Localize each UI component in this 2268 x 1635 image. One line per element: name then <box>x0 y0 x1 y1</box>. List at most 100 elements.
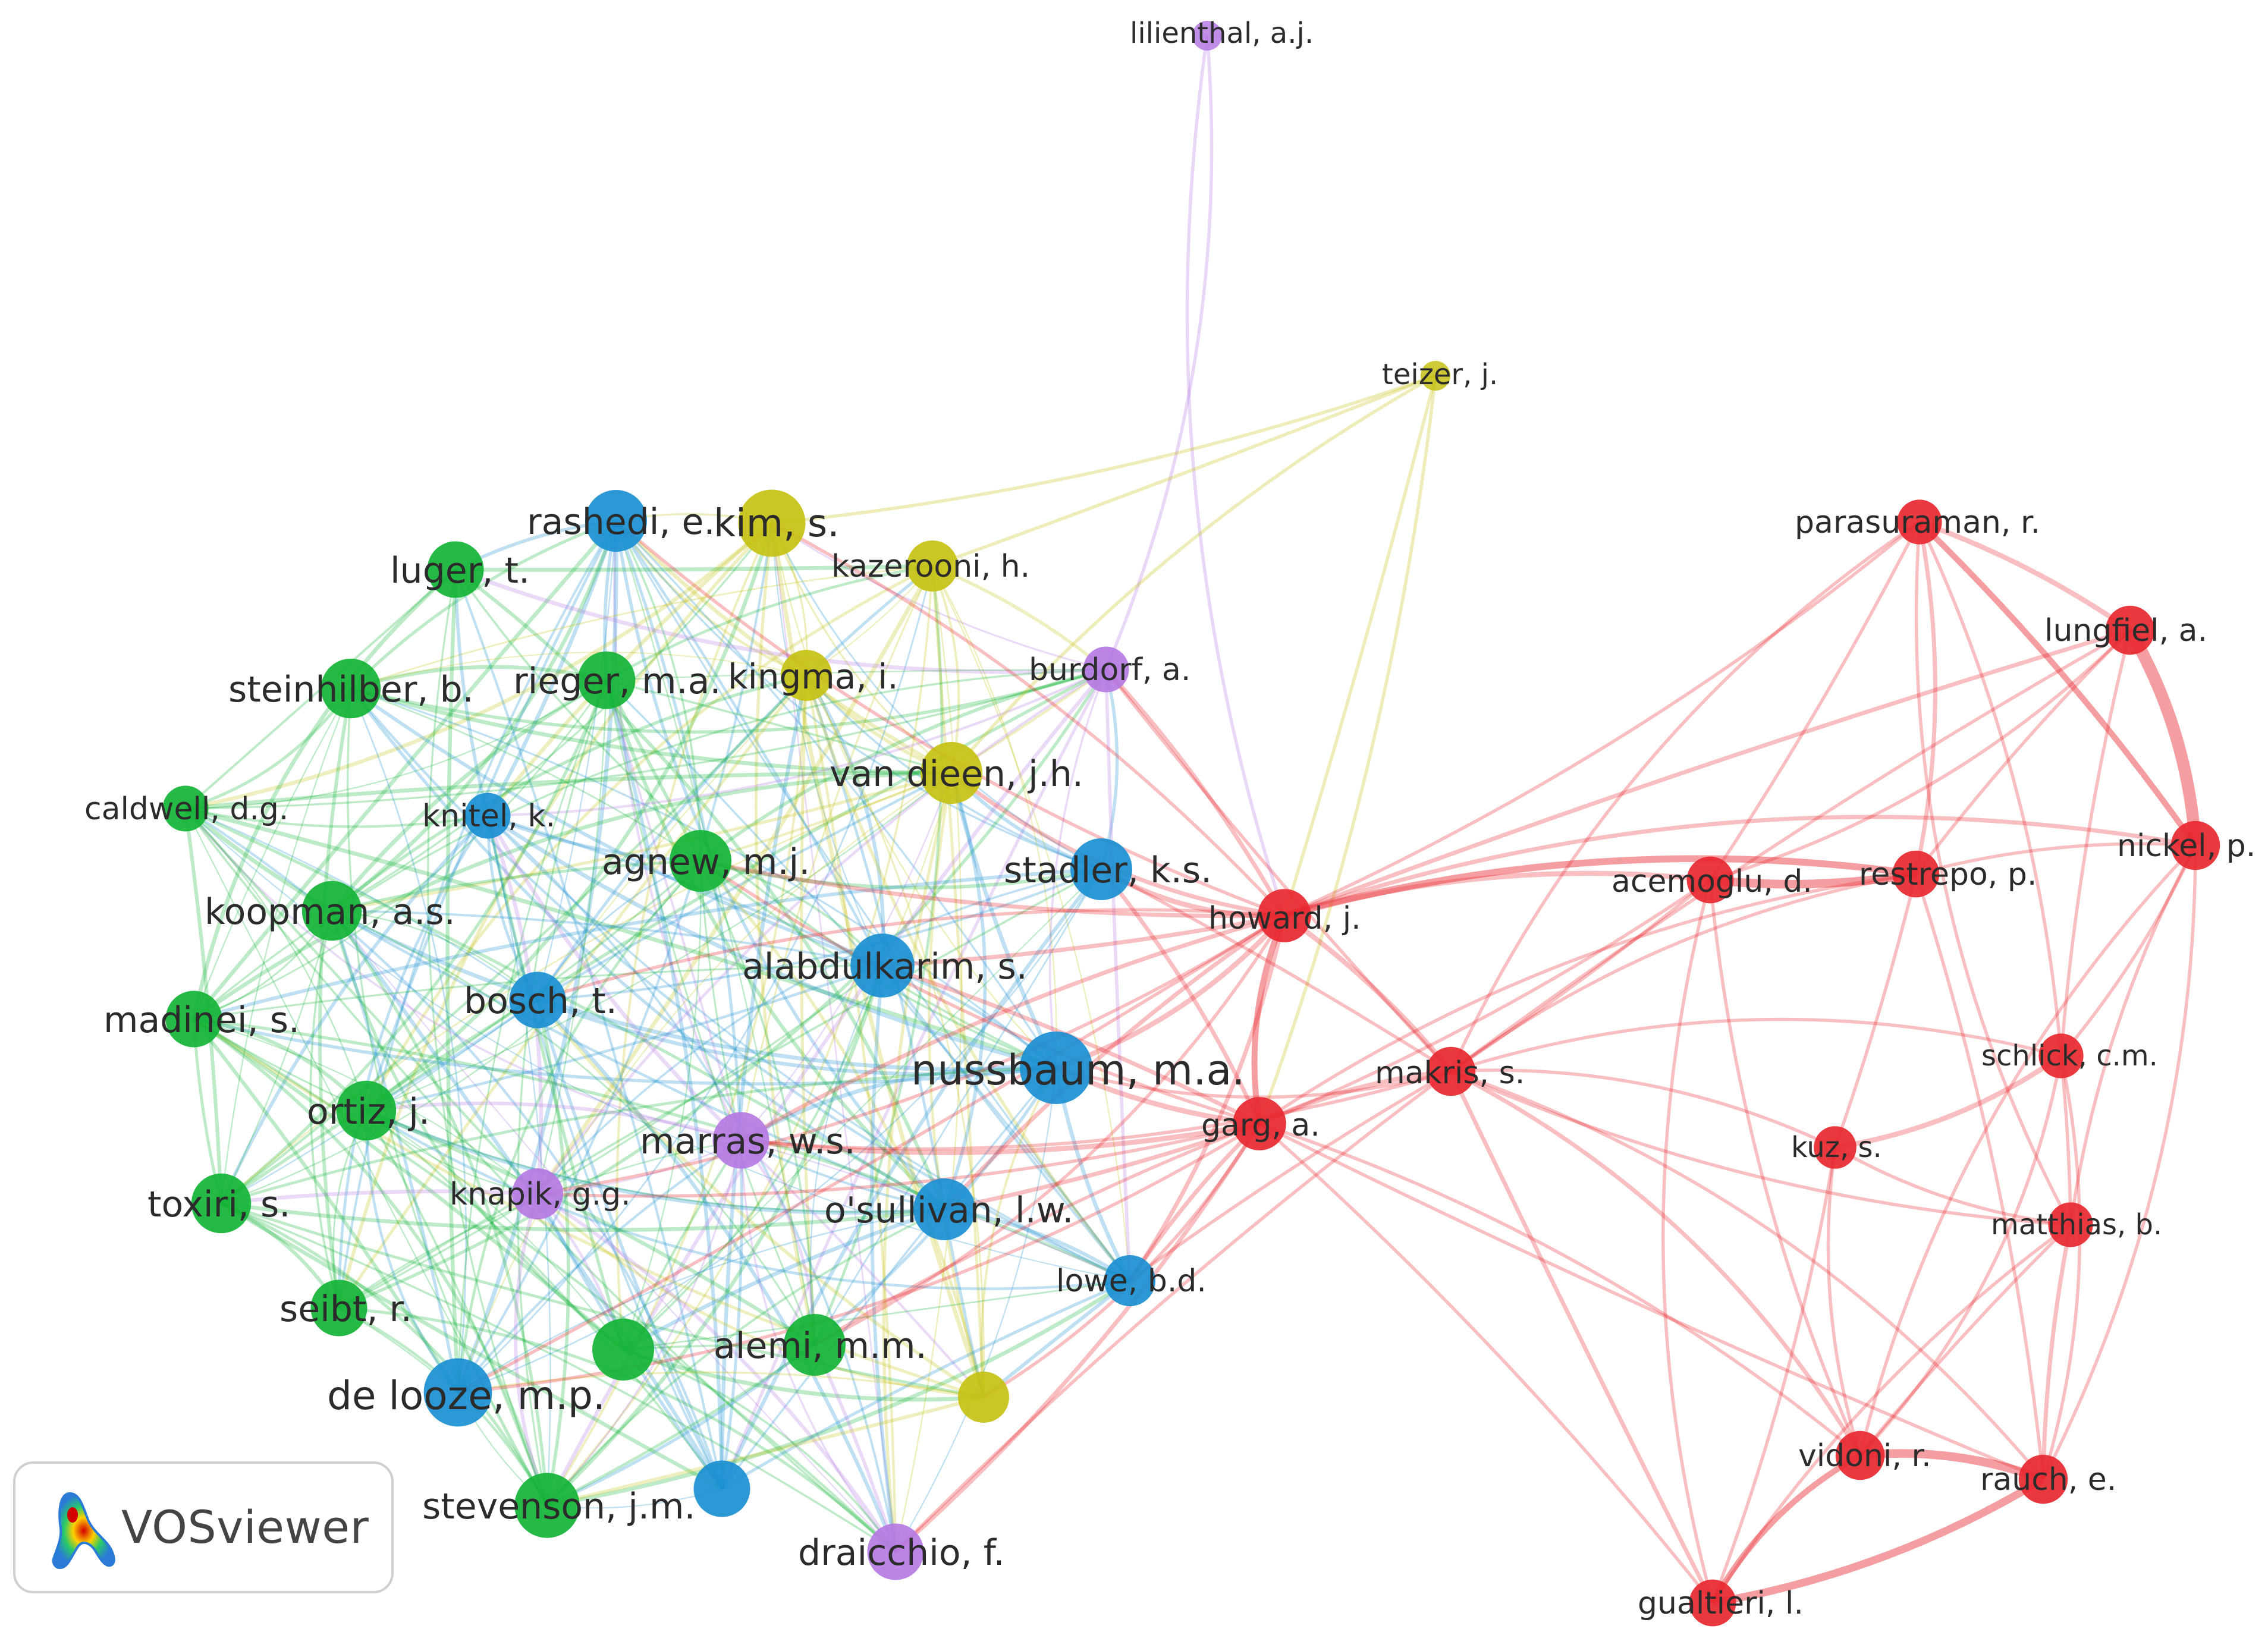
network-link <box>615 520 816 1345</box>
node-rieger[interactable] <box>577 651 636 709</box>
network-link <box>536 868 1102 1195</box>
network-link <box>454 569 489 816</box>
network-link <box>813 565 944 1345</box>
node-parasuraman[interactable] <box>1897 499 1942 545</box>
node-label-stevenson: stevenson, j.m. <box>422 1486 696 1527</box>
node-label-rauch: rauch, e. <box>1980 1462 2116 1498</box>
network-link <box>1258 375 1437 1124</box>
node-agnew[interactable] <box>670 830 731 892</box>
node-knitel[interactable] <box>464 793 511 839</box>
network-link <box>771 523 953 774</box>
node-toxiri[interactable] <box>191 1173 252 1234</box>
network-link <box>331 908 1057 1072</box>
node-lowe[interactable] <box>1104 1255 1155 1306</box>
network-link <box>622 965 884 1351</box>
network-link <box>606 679 952 774</box>
node-acemoglu[interactable] <box>1686 856 1734 904</box>
node-knapik[interactable] <box>512 1168 563 1219</box>
node-bosch[interactable] <box>509 971 566 1029</box>
network-link <box>221 1066 1057 1205</box>
node-kuz[interactable] <box>1814 1126 1857 1169</box>
node-garg[interactable] <box>1233 1097 1286 1150</box>
network-link <box>882 913 1285 968</box>
node-howard[interactable] <box>1258 889 1311 942</box>
node-makris[interactable] <box>1426 1046 1476 1096</box>
node-osullivan[interactable] <box>913 1178 975 1240</box>
node-lilienthal[interactable] <box>1192 21 1222 51</box>
node-delooze[interactable] <box>423 1358 492 1427</box>
network-link <box>720 668 1108 1489</box>
node-luger[interactable] <box>427 541 484 598</box>
node-matthias[interactable] <box>2048 1202 2093 1247</box>
node-rashedi[interactable] <box>585 490 647 552</box>
node-koopman[interactable] <box>301 881 362 941</box>
network-link <box>536 1192 897 1553</box>
node-teizer[interactable] <box>1421 361 1450 391</box>
network-link <box>809 965 884 1345</box>
node-alabdulkarim[interactable] <box>850 933 915 998</box>
node-nickel[interactable] <box>2170 820 2220 870</box>
network-link <box>536 999 724 1490</box>
node-kazerooni[interactable] <box>907 540 958 592</box>
node-gualtieri[interactable] <box>1689 1579 1736 1627</box>
network-link <box>895 1067 1057 1552</box>
network-link <box>486 815 625 1350</box>
network-link <box>1449 520 1921 1073</box>
node-label-toxiri: toxiri, s. <box>147 1184 290 1225</box>
node-unlabeled_green[interactable] <box>592 1319 654 1381</box>
node-ortiz[interactable] <box>336 1080 397 1141</box>
network-link <box>330 910 460 1393</box>
node-steinhilber[interactable] <box>321 658 381 719</box>
node-schlick[interactable] <box>2038 1033 2084 1079</box>
node-marras[interactable] <box>712 1112 769 1169</box>
network-link <box>365 1108 945 1215</box>
network-link <box>805 675 897 1552</box>
network-link <box>615 520 702 861</box>
network-link <box>365 523 774 1112</box>
network-link <box>330 910 624 1351</box>
node-alemi[interactable] <box>784 1314 846 1376</box>
network-link <box>350 687 883 967</box>
network-link <box>623 1348 897 1553</box>
node-nussbaum[interactable] <box>1020 1032 1092 1104</box>
network-link <box>365 1110 548 1506</box>
network-link <box>1450 1017 2062 1073</box>
node-kim[interactable] <box>738 489 806 557</box>
network-link <box>365 1109 723 1490</box>
node-label-burdorf: burdorf, a. <box>1029 652 1190 688</box>
network-link <box>1918 519 2132 633</box>
node-madinei[interactable] <box>165 991 222 1048</box>
node-burdorf[interactable] <box>1083 646 1129 693</box>
node-stadler[interactable] <box>1070 838 1132 900</box>
network-link <box>1915 842 2196 876</box>
node-draicchio[interactable] <box>867 1523 924 1580</box>
network-link <box>366 1110 624 1350</box>
network-link <box>366 772 952 1112</box>
network-link <box>931 565 1057 1068</box>
network-link <box>457 1371 984 1398</box>
network-link <box>337 674 808 1309</box>
network-link <box>185 807 538 1001</box>
network-link <box>1450 1069 1862 1457</box>
network-link <box>546 675 808 1507</box>
node-lungfiel[interactable] <box>2105 605 2155 655</box>
node-vandieen[interactable] <box>921 742 982 804</box>
node-stevenson[interactable] <box>514 1473 580 1538</box>
node-layer <box>162 21 2220 1627</box>
node-label-lowe: lowe, b.d. <box>1056 1263 1207 1299</box>
network-link <box>699 668 1107 863</box>
network-link <box>813 869 1102 1345</box>
node-label-restrepo: restrepo, p. <box>1859 857 2037 892</box>
network-link <box>1104 669 1132 1281</box>
node-caldwell[interactable] <box>162 785 209 832</box>
node-vidoni[interactable] <box>1835 1430 1885 1480</box>
node-rauch[interactable] <box>2018 1454 2068 1504</box>
network-link <box>1711 1476 2046 1607</box>
node-restrepo[interactable] <box>1892 850 1940 898</box>
node-unlabeled_yellow[interactable] <box>958 1372 1009 1423</box>
node-unlabeled_blue[interactable] <box>693 1460 750 1517</box>
node-label-acemoglu: acemoglu, d. <box>1612 864 1812 900</box>
node-kingma[interactable] <box>781 650 832 701</box>
network-link <box>1450 628 2131 1073</box>
node-seibt[interactable] <box>310 1279 367 1337</box>
